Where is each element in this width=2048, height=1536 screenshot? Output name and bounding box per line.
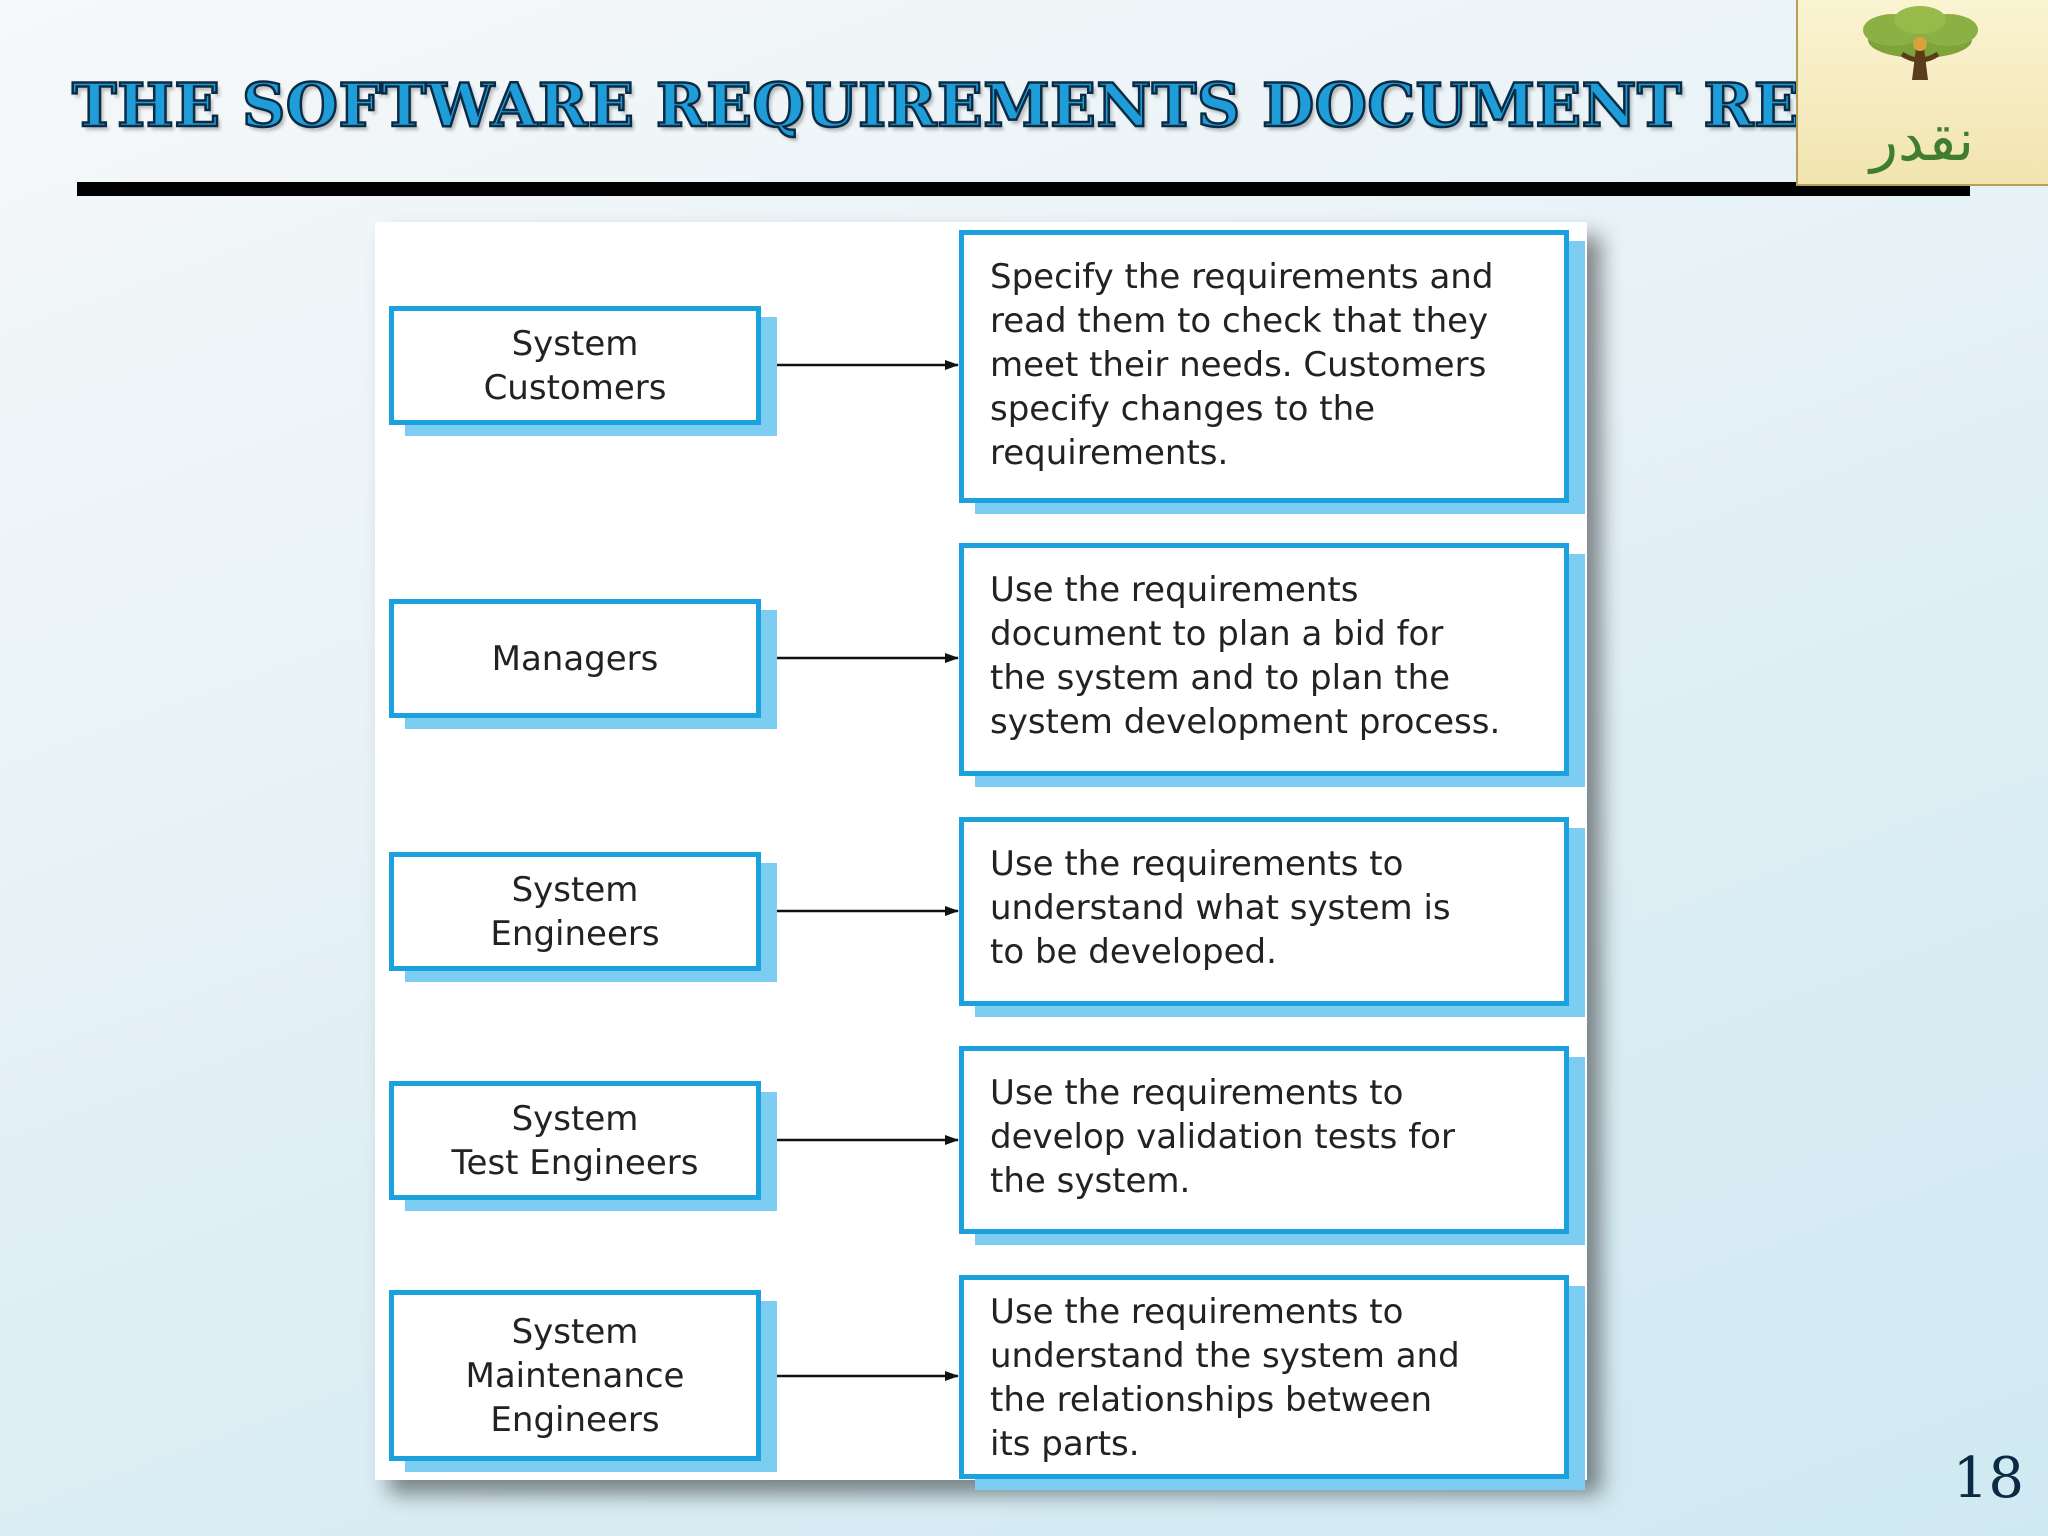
readers-diagram: System Customers Specify the requirement… — [375, 222, 1587, 1480]
page-number: 18 — [1952, 1446, 2024, 1511]
svg-text:نقدر: نقدر — [1867, 106, 1974, 175]
reader-system-engineers: System Engineers — [389, 852, 761, 971]
description-system-engineers: Use the requirements to understand what … — [959, 817, 1569, 1006]
reader-system-maintenance-engineers: System Maintenance Engineers — [389, 1290, 761, 1461]
connector-arrows — [761, 360, 959, 1381]
organization-logo: نقدر — [1796, 0, 2048, 186]
reader-managers: Managers — [389, 599, 761, 718]
title-divider — [77, 182, 1970, 196]
description-system-test-engineers: Use the requirements to develop validati… — [959, 1046, 1569, 1234]
description-managers: Use the requirements document to plan a … — [959, 543, 1569, 776]
description-system-customers: Specify the requirements and read them t… — [959, 230, 1569, 503]
reader-system-customers: System Customers — [389, 306, 761, 425]
reader-system-test-engineers: System Test Engineers — [389, 1081, 761, 1200]
description-system-maintenance-engineers: Use the requirements to understand the s… — [959, 1275, 1569, 1479]
tree-person-icon: نقدر — [1863, 6, 1978, 175]
slide-title: THE SOFTWARE REQUIREMENTS DOCUMENT READE… — [71, 70, 1997, 143]
